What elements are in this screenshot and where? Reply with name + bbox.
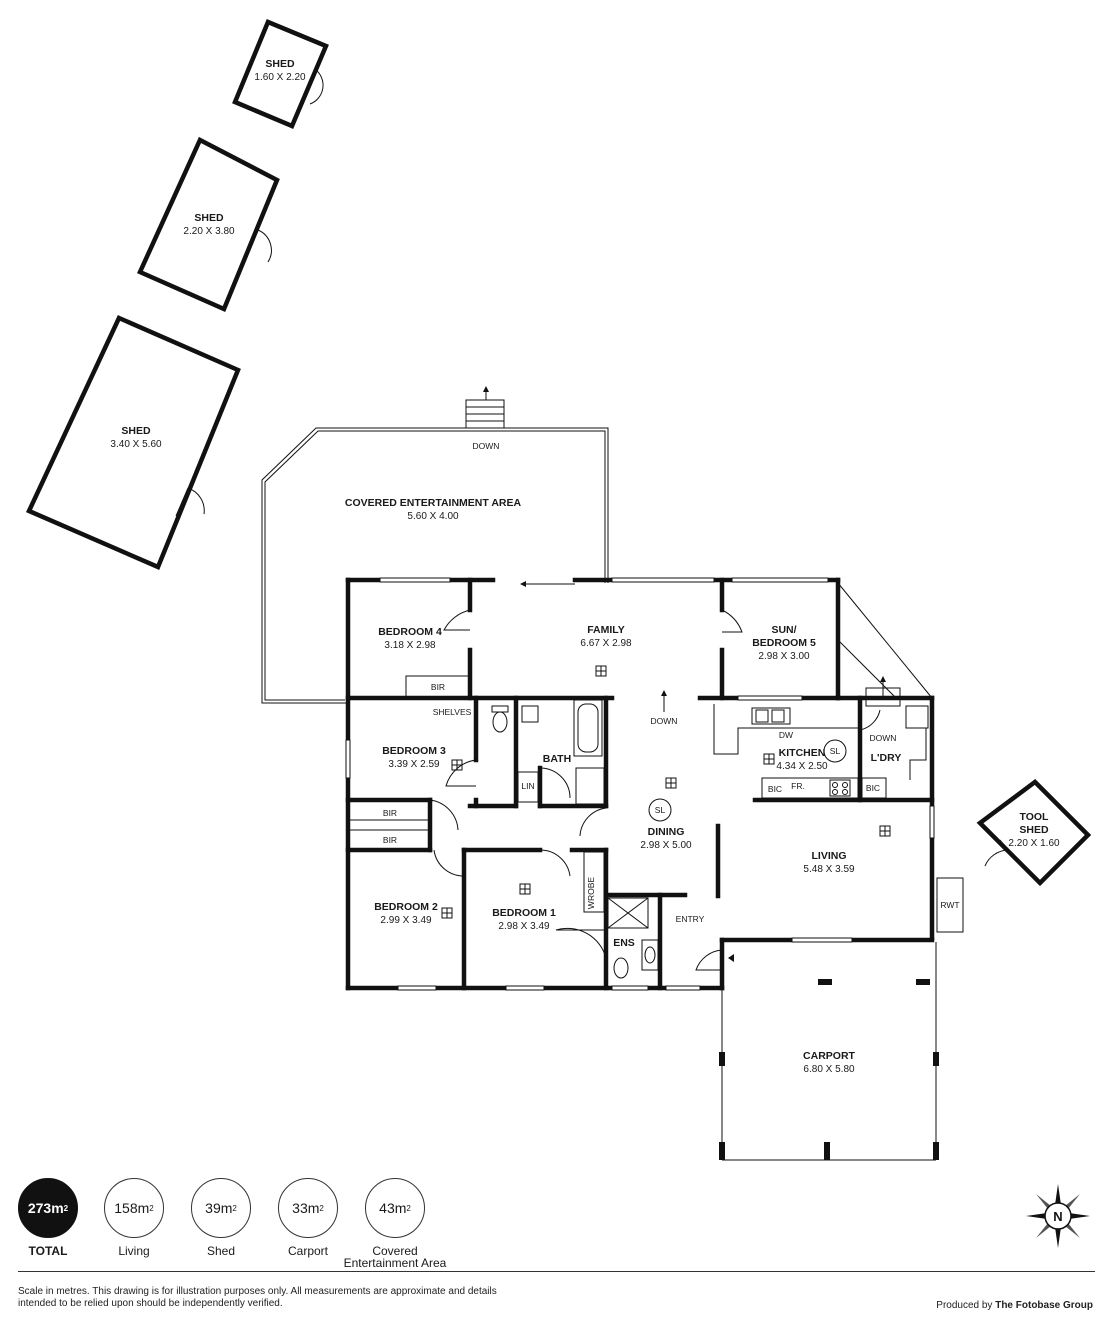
family-dims: 6.67 X 2.98 — [580, 638, 632, 649]
living-area-caption: Living — [118, 1244, 150, 1258]
shed-medium-label: SHED — [194, 212, 224, 224]
fr-label: FR. — [791, 781, 805, 791]
shed-medium: SHED 2.20 X 3.80 — [137, 136, 280, 312]
bedroom3-dims: 3.39 X 2.59 — [388, 759, 440, 770]
light-fittings — [441, 665, 891, 919]
shed-area-caption: Shed — [206, 1244, 236, 1258]
laundry-down-label: DOWN — [870, 733, 897, 743]
wrobe-label: WROBE — [586, 877, 596, 909]
compass-north-label: N — [1053, 1209, 1062, 1224]
bedroom3-label: BEDROOM 3 — [382, 745, 446, 757]
tool-shed-dims: 2.20 X 1.60 — [1008, 838, 1060, 849]
kitchen-label: KITCHEN — [779, 747, 826, 759]
bedroom2-label: BEDROOM 2 — [374, 901, 438, 913]
tool-shed-label-2: SHED — [1019, 824, 1049, 836]
ens-label: ENS — [613, 937, 635, 949]
dining-dims: 2.98 X 5.00 — [640, 840, 692, 851]
tool-shed: TOOL SHED 2.20 X 1.60 — [976, 779, 1092, 887]
laundry-label: L'DRY — [871, 752, 902, 764]
entry-label: ENTRY — [676, 914, 705, 924]
bedroom2-dims: 2.99 X 3.49 — [380, 915, 432, 926]
shed-medium-dims: 2.20 X 3.80 — [183, 226, 235, 237]
shed-small-dims: 1.60 X 2.20 — [254, 72, 306, 83]
carport-label: CARPORT — [803, 1050, 856, 1062]
shed-large-dims: 3.40 X 5.60 — [110, 439, 162, 450]
covered-down-label: DOWN — [473, 441, 500, 451]
bedroom5-dims: 2.98 X 3.00 — [758, 651, 810, 662]
family-down-label: DOWN — [651, 716, 678, 726]
floor-plan: SHED 1.60 X 2.20 SHED 2.20 X 3.80 SHED 3… — [25, 19, 1092, 1161]
footer-rule — [18, 1271, 1095, 1272]
producer-credit: Produced by The Fotobase Group — [936, 1300, 1093, 1311]
disclaimer-text: Scale in metres. This drawing is for ill… — [18, 1286, 497, 1309]
living-dims: 5.48 X 3.59 — [803, 864, 855, 875]
carport-dims: 6.80 X 5.80 — [803, 1064, 855, 1075]
bedroom1-dims: 2.98 X 3.49 — [498, 921, 550, 932]
bedroom4-label: BEDROOM 4 — [378, 626, 442, 638]
carport-area-caption: Carport — [287, 1244, 328, 1258]
shed-large: SHED 3.40 X 5.60 — [25, 315, 241, 570]
shelves-label: SHELVES — [433, 707, 472, 717]
covered-area-caption: Covered Entertainment Area — [343, 1244, 447, 1270]
fixtures: BIR SHELVES LIN BATH BIR BIR WROBE ENS E… — [383, 675, 964, 979]
bedroom5-label: BEDROOM 5 — [752, 637, 816, 649]
total-area-caption: TOTAL — [28, 1244, 68, 1258]
family-label: FAMILY — [587, 624, 625, 636]
bir-label-bed4: BIR — [431, 682, 445, 692]
house-walls — [345, 577, 935, 991]
tool-shed-label-1: TOOL — [1020, 811, 1050, 823]
covered-area-label: COVERED ENTERTAINMENT AREA — [345, 497, 522, 509]
shed-small: SHED 1.60 X 2.20 — [232, 19, 329, 129]
dw-label: DW — [779, 730, 793, 740]
sl-label-dining: SL — [655, 805, 666, 815]
covered-area-dims: 5.60 X 4.00 — [407, 511, 459, 522]
sun-label: SUN/ — [771, 624, 796, 636]
room-labels: BEDROOM 4 3.18 X 2.98 FAMILY 6.67 X 2.98… — [374, 624, 901, 932]
shed-large-label: SHED — [121, 425, 151, 437]
covered-entertainment-area: DOWN COVERED ENTERTAINMENT AREA 5.60 X 4… — [261, 386, 609, 704]
living-label: LIVING — [811, 850, 846, 862]
bic-label-laundry: BIC — [866, 783, 880, 793]
carport: CARPORT 6.80 X 5.80 — [719, 942, 939, 1161]
compass-icon: N — [1026, 1184, 1090, 1248]
bedroom4-dims: 3.18 X 2.98 — [384, 640, 436, 651]
rwt-label: RWT — [940, 900, 959, 910]
dining-label: DINING — [648, 826, 685, 838]
kitchen-dims: 4.34 X 2.50 — [776, 761, 828, 772]
bic-label-kitchen: BIC — [768, 784, 782, 794]
bedroom1-label: BEDROOM 1 — [492, 907, 556, 919]
bir-label-bed3: BIR — [383, 808, 397, 818]
shed-small-label: SHED — [265, 58, 295, 70]
sl-label-kitchen: SL — [830, 746, 841, 756]
lin-label: LIN — [521, 781, 534, 791]
bath-label: BATH — [543, 753, 571, 765]
bir-label-bed2: BIR — [383, 835, 397, 845]
